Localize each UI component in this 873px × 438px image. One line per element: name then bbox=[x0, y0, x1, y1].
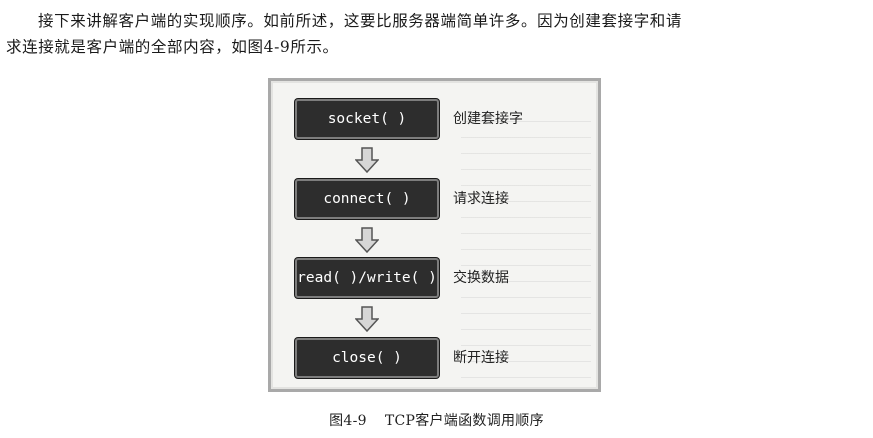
step-box-connect: connect( ) bbox=[295, 179, 439, 219]
paragraph-line-1: 接下来讲解客户端的实现顺序。如前所述，这要比服务器端简单许多。因为创建套接字和请 bbox=[38, 12, 683, 30]
step-box-socket: socket( ) bbox=[295, 99, 439, 139]
caption-text: TCP客户端函数调用顺序 bbox=[384, 413, 544, 429]
intro-paragraph: 接下来讲解客户端的实现顺序。如前所述，这要比服务器端简单许多。因为创建套接字和请… bbox=[6, 8, 866, 60]
down-arrow-icon bbox=[355, 306, 379, 332]
down-arrow-icon bbox=[355, 147, 379, 173]
down-arrow-icon bbox=[355, 227, 379, 253]
step-label-disconnect: 断开连接 bbox=[453, 350, 509, 366]
background-texture bbox=[461, 121, 591, 381]
paragraph-line-2: 求连接就是客户端的全部内容，如图4-9所示。 bbox=[6, 38, 339, 56]
figure-4-9: socket( ) 创建套接字 connect( ) 请求连接 read( )/… bbox=[268, 78, 601, 392]
step-box-read-write: read( )/write( ) bbox=[295, 258, 439, 298]
step-box-close: close( ) bbox=[295, 338, 439, 378]
figure-caption: 图4-9 TCP客户端函数调用顺序 bbox=[0, 410, 873, 430]
step-label-create-socket: 创建套接字 bbox=[453, 111, 523, 127]
step-label-request-connection: 请求连接 bbox=[453, 191, 509, 207]
caption-number: 图4-9 bbox=[329, 413, 367, 429]
step-label-exchange-data: 交换数据 bbox=[453, 270, 509, 286]
